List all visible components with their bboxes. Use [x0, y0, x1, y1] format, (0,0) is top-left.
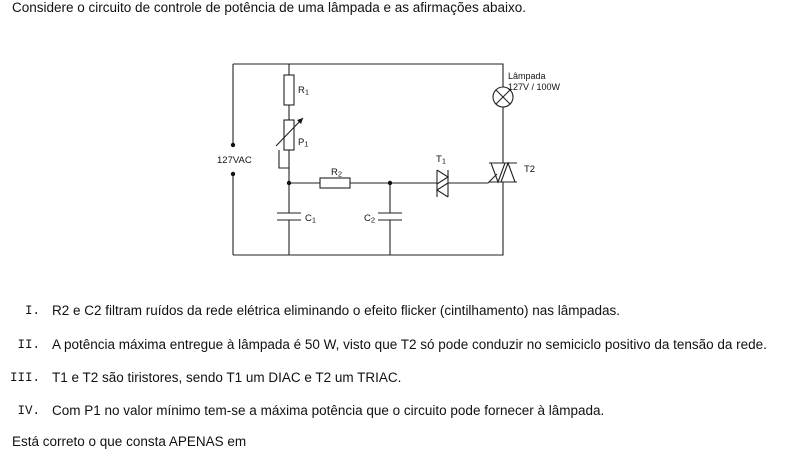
potentiometer-wiper: [278, 150, 289, 169]
question-closing: Está correto o que consta APENAS em: [12, 434, 247, 449]
statement-item: III. T1 e T2 são tiristores, sendo T1 um…: [0, 370, 788, 390]
statement-text: A potência máxima entregue à lâmpada é 5…: [52, 337, 767, 352]
statement-numeral: I.: [24, 304, 40, 318]
junction-node-main: [286, 180, 292, 186]
r2-label: R: [331, 167, 338, 178]
t1-label: T: [436, 154, 442, 165]
c2-subscript: 2: [371, 216, 375, 225]
r1-label: R: [298, 85, 305, 96]
diac-t1-triangle-a: [436, 169, 450, 185]
r1-subscript: 1: [305, 88, 309, 97]
t1-subscript: 1: [442, 157, 446, 166]
terminal-supply-bottom: [230, 171, 236, 177]
lamp-rating: 127V / 100W: [508, 82, 561, 92]
potentiometer-arrow: [275, 117, 304, 147]
c1-label: C: [305, 213, 312, 224]
diac-t1-triangle-b: [435, 182, 449, 198]
junction-node-c2: [387, 180, 393, 186]
resistor-r1: [283, 74, 295, 106]
wire-diac-gate: [448, 173, 498, 184]
statement-numeral: III.: [9, 371, 40, 385]
p1-subscript: 1: [304, 140, 308, 149]
svg-text:T1: T1: [436, 154, 446, 166]
lamp-symbol: [492, 86, 514, 108]
lamp-label: Lâmpada: [508, 71, 546, 81]
potentiometer-arrowhead: [297, 118, 303, 124]
svg-text:R2: R2: [331, 167, 342, 179]
circuit-diagram: 127VAC R1 P1 R2 C1 C2 T1 T2 Lâmpada 127V…: [217, 63, 561, 256]
statement-text: R2 e C2 filtram ruídos da rede elétrica …: [52, 303, 621, 318]
terminal-supply-top: [230, 142, 236, 148]
triac-t2-triangle-a: [490, 162, 506, 184]
resistor-r2: [319, 177, 351, 189]
supply-label: 127VAC: [217, 155, 252, 166]
statement-numeral: II.: [17, 338, 40, 352]
wire-top: [233, 63, 504, 87]
statement-text: T1 e T2 são tiristores, sendo T1 um DIAC…: [52, 370, 402, 385]
statement-item: I. R2 e C2 filtram ruídos da rede elétri…: [0, 303, 788, 323]
c2-label: C: [364, 213, 371, 224]
lamp-cross-2: [495, 89, 511, 105]
statement-item: II. A potência máxima entregue à lâmpada…: [0, 337, 788, 357]
potentiometer-p1: [283, 119, 295, 151]
wire-bottom: [233, 182, 504, 256]
svg-text:C2: C2: [364, 213, 375, 225]
svg-text:P1: P1: [298, 137, 309, 149]
p1-label: P: [298, 137, 304, 148]
statement-text: Com P1 no valor mínimo tem-se a máxima p…: [52, 403, 605, 418]
question-intro: Considere o circuito de controle de potê…: [12, 0, 527, 15]
triac-t2-triangle-b: [500, 161, 516, 183]
t2-label: T2: [524, 164, 535, 175]
r2-subscript: 2: [338, 170, 342, 179]
statement-item: IV. Com P1 no valor mínimo tem-se a máxi…: [0, 403, 788, 423]
svg-text:C1: C1: [305, 213, 316, 225]
c1-subscript: 1: [312, 216, 316, 225]
svg-text:R1: R1: [298, 85, 309, 97]
statement-numeral: IV.: [17, 404, 40, 418]
